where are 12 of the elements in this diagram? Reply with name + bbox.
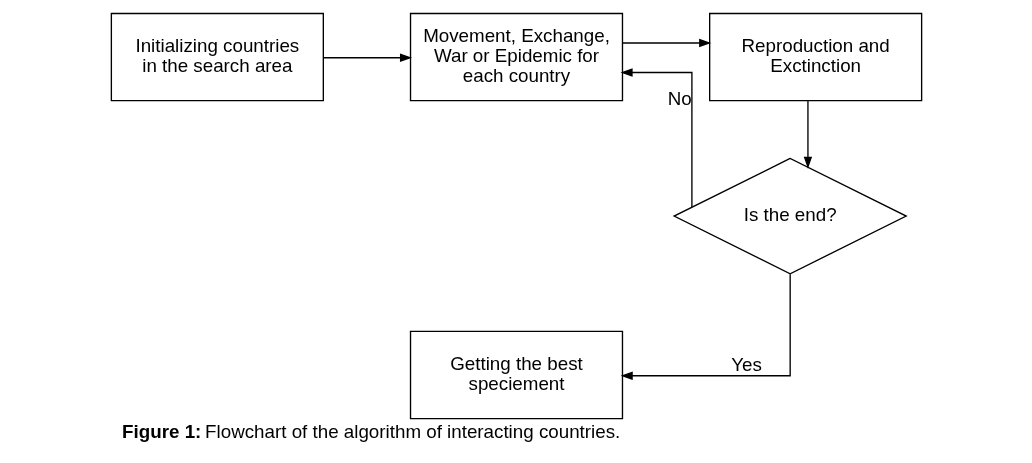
arrow [620,273,791,380]
node-box: Reproduction and Exctinction [708,12,922,102]
node-box: Getting the best speciement [409,330,623,420]
arrow [621,38,711,48]
node-box: Movement, Exchange, War or Epidemic for each country [409,12,623,102]
arrow [620,68,693,208]
edge-label: No [667,87,692,109]
edge-label: Yes [730,353,762,375]
node-box: Initializing countries in the search area [110,12,324,102]
caption: Figure 1: Flowchart of the algorithm of interacting countries. [121,420,620,442]
arrow [803,100,812,169]
arrow [322,53,412,62]
